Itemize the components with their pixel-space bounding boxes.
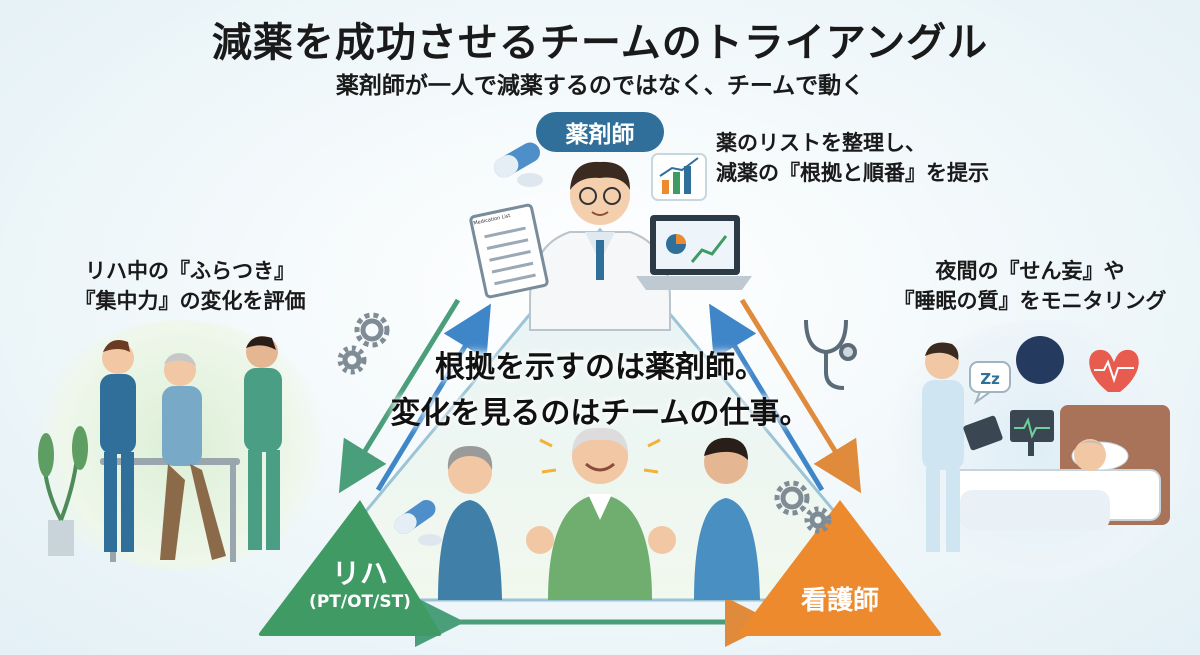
nurse-role-label: 看護師 [800, 586, 879, 616]
nurse-note: 夜間の『せん妄』や 『睡眠の質』をモニタリング [870, 256, 1190, 316]
center-message: 根拠を示すのは薬剤師。 変化を見るのはチームの仕事。 [300, 345, 900, 437]
moon-icon [1016, 336, 1064, 384]
rehab-corner-badge [258, 500, 442, 636]
heart-icon [1089, 349, 1139, 392]
rehab-role-title: リハ [331, 557, 388, 590]
pharmacist-illustration [469, 161, 752, 331]
pills-icon [494, 142, 543, 187]
pharmacist-note: 薬のリストを整理し、 減薬の『根拠と順番』を提示 [716, 128, 989, 188]
nurse-note-line-1: 夜間の『せん妄』や [935, 259, 1125, 283]
arrow-nurse-to-pharmacist [709, 303, 825, 492]
gear-icon [337, 312, 390, 375]
pills-icon [394, 499, 442, 546]
rehab-role-subtitle: (PT/OT/ST) [309, 592, 411, 612]
nurse-note-line-2: 『睡眠の質』をモニタリング [893, 289, 1167, 313]
team-illustration [438, 427, 760, 600]
sleep-bubble-icon [969, 361, 1011, 405]
monitor-icon [1010, 410, 1054, 456]
rehab-note: リハ中の『ふらつき』 『集中力』の変化を評価 [40, 256, 340, 316]
gear-icon [774, 480, 832, 534]
arrow-pharmacist-to-nurse [739, 298, 862, 494]
rehab-note-line-1: リハ中の『ふらつき』 [85, 259, 295, 283]
pharmacist-role-label: 薬剤師 [536, 112, 664, 152]
page-subtitle: 薬剤師が一人で減薬するのではなく、チームで動く [335, 73, 865, 99]
pharmacist-note-line-2: 減薬の『根拠と順番』を提示 [716, 161, 989, 185]
rehab-illustration [38, 336, 282, 562]
nurse-corner-badge [738, 500, 942, 636]
center-message-line-2: 変化を見るのはチームの仕事。 [390, 396, 810, 431]
page-title: 減薬を成功させるチームのトライアングル [211, 20, 989, 66]
sleep-bubble-text: Zz [980, 370, 1000, 388]
arrow-rehab-to-pharmacist [375, 303, 491, 492]
stethoscope-icon [804, 319, 857, 390]
chart-icon [651, 153, 707, 201]
center-message-line-1: 根拠を示すのは薬剤師。 [435, 350, 765, 385]
rehab-role-label: リハ (PT/OT/ST) [280, 558, 440, 614]
rehab-note-line-2: 『集中力』の変化を評価 [74, 289, 306, 313]
nurse-illustration [922, 342, 1170, 552]
arrow-pharmacist-to-rehab [338, 298, 461, 494]
pharmacist-note-line-1: 薬のリストを整理し、 [716, 131, 926, 155]
